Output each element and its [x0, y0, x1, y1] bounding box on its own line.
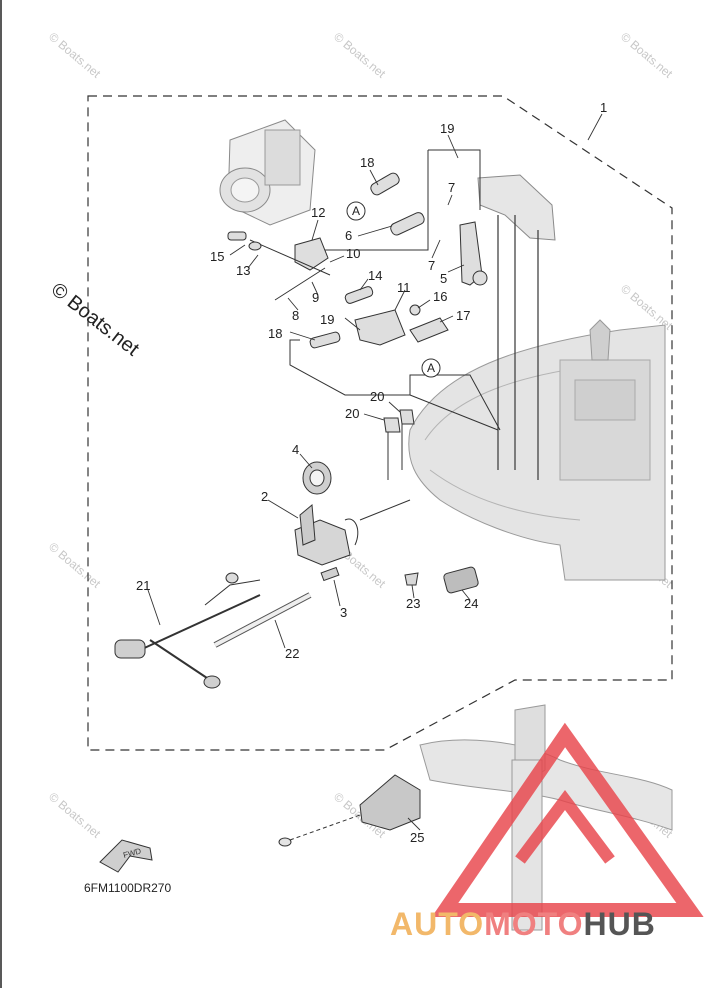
logo-text-auto: AUTO — [390, 906, 484, 942]
callout-13: 14 — [368, 268, 382, 283]
logo-text: AUTOMOTOHUB — [390, 906, 656, 942]
callout-14: 13 — [236, 263, 250, 278]
callout-2: 2 — [261, 489, 268, 504]
automotohub-logo: AUTOMOTOHUB — [390, 722, 704, 942]
shift-parts — [114, 461, 411, 689]
watermark-4: © Boats.net — [618, 282, 676, 334]
callout-20-top: 20 — [370, 389, 384, 404]
watermark-large: © Boats.net — [47, 279, 143, 361]
callouts: 1 19 18 7 12 6 7 10 5 15 13 14 11 9 16 8… — [136, 100, 607, 845]
callout-9: 10 — [346, 246, 360, 261]
callout-12: 12 — [311, 205, 325, 220]
fwd-arrow-icon: FWD — [99, 839, 153, 873]
lower-unit-housing — [408, 319, 666, 581]
reference-marks: A A — [346, 201, 441, 378]
callout-19-lower: 19 — [320, 312, 334, 327]
ref-mark-a-top: A — [352, 204, 360, 218]
control-rods — [497, 215, 539, 480]
logo-text-moto: MOTO — [484, 906, 583, 942]
logo-text-hub: HUB — [583, 906, 655, 942]
callout-22: 22 — [285, 646, 299, 661]
watermark-2: © Boats.net — [331, 30, 389, 82]
callout-8: 8 — [292, 308, 299, 323]
clip-and-connector — [404, 566, 479, 594]
callout-11: 11 — [397, 280, 411, 295]
watermark-8: © Boats.net — [46, 790, 104, 842]
callout-6: 6 — [345, 228, 352, 243]
callout-7-lower: 7 — [428, 258, 435, 273]
callout-5: 5 — [440, 271, 447, 286]
callout-17: 17 — [456, 308, 470, 323]
reference-lines — [289, 149, 501, 431]
callout-25: 25 — [410, 830, 424, 845]
callout-21: 21 — [136, 578, 150, 593]
callout-15: 15 — [210, 249, 224, 264]
callout-16: 16 — [433, 289, 447, 304]
throttle-bracket — [477, 174, 556, 241]
bracket-25 — [278, 774, 421, 847]
callout-1: 1 — [600, 100, 607, 115]
logo-triangle — [431, 722, 704, 917]
callout-20-lower: 20 — [345, 406, 359, 421]
ref-mark-a-lower: A — [427, 361, 435, 375]
callout-23: 23 — [406, 596, 420, 611]
callout-4: 4 — [292, 442, 299, 457]
carburetor — [219, 119, 316, 226]
diagram-part-code: 6FM1100DR270 — [84, 881, 171, 895]
callout-19-top: 19 — [440, 121, 454, 136]
assembly-boundary — [87, 95, 673, 751]
callout-7-top: 7 — [448, 180, 455, 195]
callout-3: 3 — [340, 605, 347, 620]
watermark-1: © Boats.net — [46, 30, 104, 82]
watermark-5: © Boats.net — [46, 540, 104, 592]
callout-18-lower: 18 — [268, 326, 282, 341]
callout-24: 24 — [464, 596, 478, 611]
linkage-parts — [227, 172, 488, 480]
callout-18-top: 18 — [360, 155, 374, 170]
leader-lines — [147, 113, 603, 831]
callout-10: 9 — [312, 290, 319, 305]
watermark-3: © Boats.net — [618, 30, 676, 82]
